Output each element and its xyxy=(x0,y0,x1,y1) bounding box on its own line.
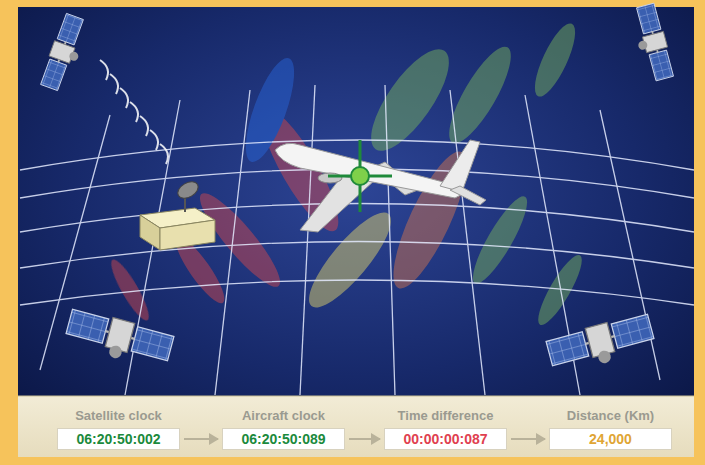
satellite xyxy=(63,307,174,372)
satellite xyxy=(629,3,676,83)
signal-ellipses xyxy=(106,19,589,330)
flow-arrow xyxy=(184,438,218,440)
readout-heading: Satellite clock xyxy=(75,408,162,423)
readout-heading: Time difference xyxy=(398,408,494,423)
globe-grid xyxy=(20,85,694,395)
satellite xyxy=(545,312,656,377)
readout-heading: Distance (Km) xyxy=(567,408,654,423)
signal-waves xyxy=(100,60,168,164)
readout-value: 06:20:50:002 xyxy=(58,429,179,449)
satellite xyxy=(39,13,91,94)
readout-heading: Aircraft clock xyxy=(242,408,325,423)
sky-panel xyxy=(18,7,694,457)
readout-value: 24,000 xyxy=(550,429,671,449)
readout-value: 06:20:50:089 xyxy=(223,429,344,449)
flow-arrow xyxy=(349,438,380,440)
readout-value: 00:00:00:087 xyxy=(385,429,506,449)
readout-box: Aircraft clock06:20:50:089 xyxy=(222,428,345,450)
readout-box: Time difference00:00:00:087 xyxy=(384,428,507,450)
readout-band xyxy=(18,396,694,457)
readout-box: Satellite clock06:20:50:002 xyxy=(57,428,180,450)
aircraft xyxy=(275,140,486,232)
readout-box: Distance (Km)24,000 xyxy=(549,428,672,450)
ground-station xyxy=(140,178,215,250)
flow-arrow xyxy=(511,438,545,440)
